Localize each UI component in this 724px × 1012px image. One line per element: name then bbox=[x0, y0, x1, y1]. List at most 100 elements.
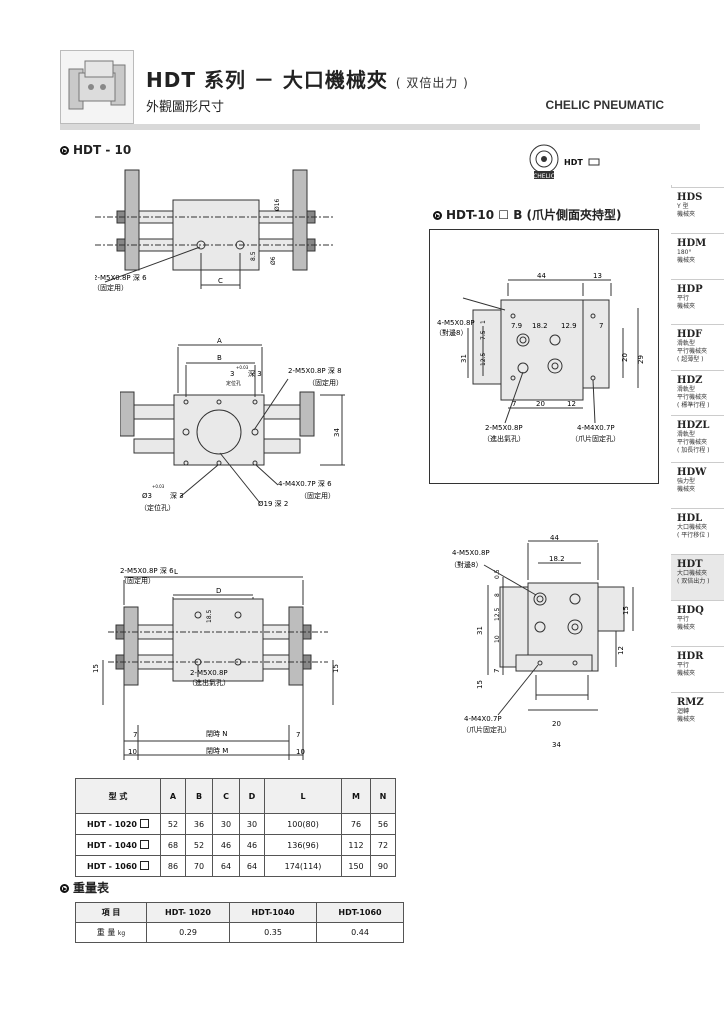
model-name: HDT - 1060 bbox=[87, 862, 137, 871]
model-name: HDT - 1020 bbox=[87, 820, 137, 829]
header-rule bbox=[60, 124, 700, 130]
label-d182: 18.2 bbox=[549, 555, 565, 563]
label-air-note: （進出氣孔） bbox=[483, 434, 525, 443]
label-d7-right: 7 bbox=[296, 731, 300, 739]
weight-header-row: 項 目 HDT- 1020 HDT-1040 HDT-1060 bbox=[75, 902, 404, 923]
sidebar-tab-desc: 機械夾 bbox=[677, 486, 696, 493]
label-d20b: 20 bbox=[536, 400, 545, 408]
label-d20: 20 bbox=[552, 720, 561, 728]
table-cell: 30 bbox=[239, 813, 265, 835]
header-n: N bbox=[370, 778, 396, 814]
drawing-b-front: 44 4-M5X0.8P （對邊8） 18.2 0.5 8 31 12.5 10… bbox=[450, 535, 634, 749]
sidebar-tab-desc: 平行 bbox=[677, 662, 690, 669]
drawing-b-top: 44 13 4-M5X0.8P （對邊8） 7.9 18.2 12.9 7 1 … bbox=[435, 272, 645, 443]
sidebar-tab-desc: 機械夾 bbox=[677, 670, 696, 677]
gripper-thumbnail-icon bbox=[68, 60, 126, 110]
option-box-icon bbox=[139, 819, 149, 828]
header-m: M bbox=[341, 778, 371, 814]
label-dim-b: B bbox=[217, 354, 222, 362]
sidebar-tab-desc: 強力型 bbox=[677, 478, 696, 485]
label-d31: 31 bbox=[460, 354, 468, 363]
sidebar-tab-desc: 滑軌型 bbox=[677, 340, 696, 347]
table-cell: 68 bbox=[160, 834, 186, 856]
label-d12: 12 bbox=[617, 646, 625, 655]
label-d125: 12.5 bbox=[494, 607, 501, 621]
label-d05: 0.5 bbox=[494, 569, 501, 579]
table-cell: 174(114) bbox=[264, 855, 342, 877]
drawing-top-view: 2-M5X0.8P 深 6 （固定用） C Ø16 8.5 Ø6 bbox=[95, 169, 335, 292]
label-d6: Ø6 bbox=[270, 256, 277, 265]
label-dim-d: D bbox=[216, 587, 221, 595]
sidebar-tab-code: HDQ bbox=[677, 605, 704, 616]
label-port: 2-M5X0.8P 深 6 bbox=[95, 273, 147, 282]
arrow-bullet-icon bbox=[60, 146, 69, 155]
label-d15-left: 15 bbox=[92, 664, 100, 673]
label-dim-34: 34 bbox=[333, 428, 341, 437]
table-cell-model: HDT - 1040 bbox=[75, 834, 161, 856]
label-tol-bot: +0.03 bbox=[152, 484, 165, 489]
weight-row: 重 量 kg 0.29 0.35 0.44 bbox=[75, 922, 404, 943]
label-d31: 31 bbox=[476, 626, 484, 635]
label-d7b: 7 bbox=[512, 400, 516, 408]
label-tap: 4-M5X0.8P bbox=[437, 319, 475, 327]
table-cell: 36 bbox=[185, 813, 213, 835]
table-cell: 64 bbox=[212, 855, 240, 877]
model-name: HDT - 1040 bbox=[87, 841, 137, 850]
sidebar-tab-desc: 機械夾 bbox=[677, 624, 696, 631]
sidebar-tab-desc: 大口機械夾 bbox=[677, 524, 708, 531]
table-cell: 52 bbox=[185, 834, 213, 856]
label-bore: Ø19 深 2 bbox=[258, 499, 288, 508]
arrow-bullet-icon bbox=[60, 884, 69, 893]
sidebar-tab-desc: 機械夾 bbox=[677, 257, 696, 264]
sidebar-tab-code: HDM bbox=[677, 238, 707, 249]
sidebar-tab-desc: 大口機械夾 bbox=[677, 570, 708, 577]
label-d7-left: 7 bbox=[133, 731, 137, 739]
label-pos-top: 定位孔 bbox=[226, 380, 241, 387]
label-depth-bot: 深 3 bbox=[170, 491, 184, 500]
label-tap: 4-M5X0.8P bbox=[452, 549, 490, 557]
label-tap-note: （對邊8） bbox=[435, 328, 467, 337]
sidebar-tab-desc: 平行機械夾 bbox=[677, 348, 708, 355]
label-d125: 12.5 bbox=[480, 352, 487, 366]
sidebar-tab-desc: 滑軌型 bbox=[677, 386, 696, 393]
label-pin-bot: Ø3 bbox=[142, 492, 152, 500]
weight-title: 重量表 bbox=[60, 879, 109, 896]
drawing-front-view: A B +0.03 3 深 3 定位孔 2-M5X0.8P 深 8 （固定用） … bbox=[120, 337, 345, 512]
sidebar-tab-desc: ( 超薄型 ) bbox=[677, 356, 704, 363]
label-tol-top: +0.03 bbox=[236, 365, 249, 370]
table-cell: 46 bbox=[239, 834, 265, 856]
sidebar-tab-desc: 機械夾 bbox=[677, 303, 696, 310]
header-a: A bbox=[160, 778, 186, 814]
label-d16: Ø16 bbox=[274, 198, 281, 211]
sidebar-tab-code: RMZ bbox=[677, 697, 704, 708]
label-d12b: 12 bbox=[567, 400, 576, 408]
weight-row-label: 重 量 kg bbox=[75, 922, 147, 943]
sidebar-tab-desc: 平行 bbox=[677, 616, 690, 623]
header-b: B bbox=[185, 778, 213, 814]
label-open-n: 閉時 N bbox=[206, 730, 227, 738]
label-open-m: 閉時 M bbox=[206, 747, 228, 755]
sidebar-tab-desc: ( 双倍出力 ) bbox=[677, 578, 710, 585]
sidebar-tab-code: HDR bbox=[677, 651, 704, 662]
sidebar-tab-desc: ( 加長行程 ) bbox=[677, 447, 710, 454]
label-tap-note: （對邊8） bbox=[450, 560, 482, 569]
label-tap-note: （固定用） bbox=[120, 576, 155, 585]
section-title-main: HDT - 10 bbox=[60, 143, 131, 157]
label-d10: 10 bbox=[494, 635, 501, 643]
label-air: 2-M5X0.8P bbox=[190, 669, 228, 677]
